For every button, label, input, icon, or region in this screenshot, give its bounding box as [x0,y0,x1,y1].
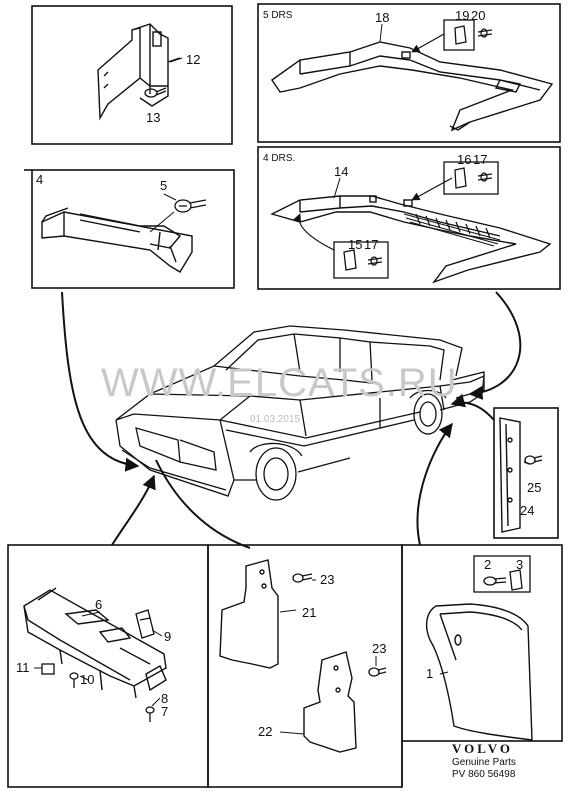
screw-7-8 [69,672,155,722]
callout-13: 13 [146,110,160,125]
bracket-4 [41,207,193,273]
panel-right-small [493,407,559,539]
callout-21: 21 [302,605,316,620]
screw-23-upper [292,573,313,583]
bracket-12 [97,23,181,121]
arrow-bottom-left-to-car [111,474,156,546]
arrow-4drs-to-car [468,291,522,400]
callout-6: 6 [95,597,102,612]
callout-17-upper: 17 [473,152,487,167]
panel-top-left [31,5,233,145]
trim-panel-18 [271,41,554,132]
callout-7: 7 [161,704,168,719]
arrow-right-small-to-car [450,393,495,421]
screw-5 [174,199,207,213]
brand-subtitle: Genuine Parts [452,757,516,768]
clip-17-upper [443,161,499,195]
shield-22 [303,651,357,753]
clip-17-lower [333,241,389,279]
panel-bottom-left [7,544,209,788]
brand-block: VOLVO Genuine Parts PV 860 56498 [452,741,562,781]
car-illustration [115,325,485,501]
panel-5drs [257,3,561,143]
callout-15: 15 [348,237,362,252]
watermark-text: WWW.ELCATS.RU [101,361,458,405]
callout-16: 16 [457,152,471,167]
screw-23-lower [368,667,387,677]
panel-5drs-title: 5 DRS [263,10,293,21]
callout-25: 25 [527,480,541,495]
callout-24: 24 [520,503,534,518]
screw-25 [523,455,543,465]
callout-1: 1 [426,666,433,681]
callout-23-lower: 23 [372,641,386,656]
callout-14: 14 [334,164,348,179]
volvo-logo: VOLVO [452,741,513,756]
callout-18: 18 [375,10,389,25]
callout-9: 9 [164,629,171,644]
clip-20 [443,19,493,51]
panel-bottom-middle [207,544,403,788]
panel-4drs-title: 4 DRS. [263,153,295,164]
callout-19: 19 [455,8,469,23]
callout-17-lower: 17 [364,237,378,252]
callout-3: 3 [516,557,523,572]
shield-21 [219,559,279,669]
part-number: PV 860 56498 [452,769,516,780]
bracket-10 [23,587,167,699]
callout-11: 11 [16,660,30,675]
nut-11 [41,663,55,675]
callout-5: 5 [160,178,167,193]
panel-4drs [257,146,561,290]
panel-bottom-right [401,544,563,742]
callout-12: 12 [186,52,200,67]
callout-20: 20 [471,8,485,23]
arrow-middle-left-to-car [61,291,140,472]
fastener-inset-2-3 [473,555,531,593]
callout-10: 10 [80,672,94,687]
callout-8: 8 [161,691,168,706]
panel-middle-left [31,169,235,289]
trim-panel-14 [270,195,552,284]
arrow-bottom-right-to-car [416,422,453,546]
watermark-date: 01.03.2015 [250,414,300,425]
callout-4: 4 [36,172,43,187]
callout-23-upper: 23 [320,572,334,587]
mud-flap-1 [425,603,533,741]
clip-9 [135,609,155,639]
callout-2: 2 [484,557,491,572]
screw-13 [144,87,167,98]
mud-flap-bracket-24 [499,417,521,533]
arrow-car-to-bottom-middle [155,459,251,549]
callout-22: 22 [258,724,272,739]
